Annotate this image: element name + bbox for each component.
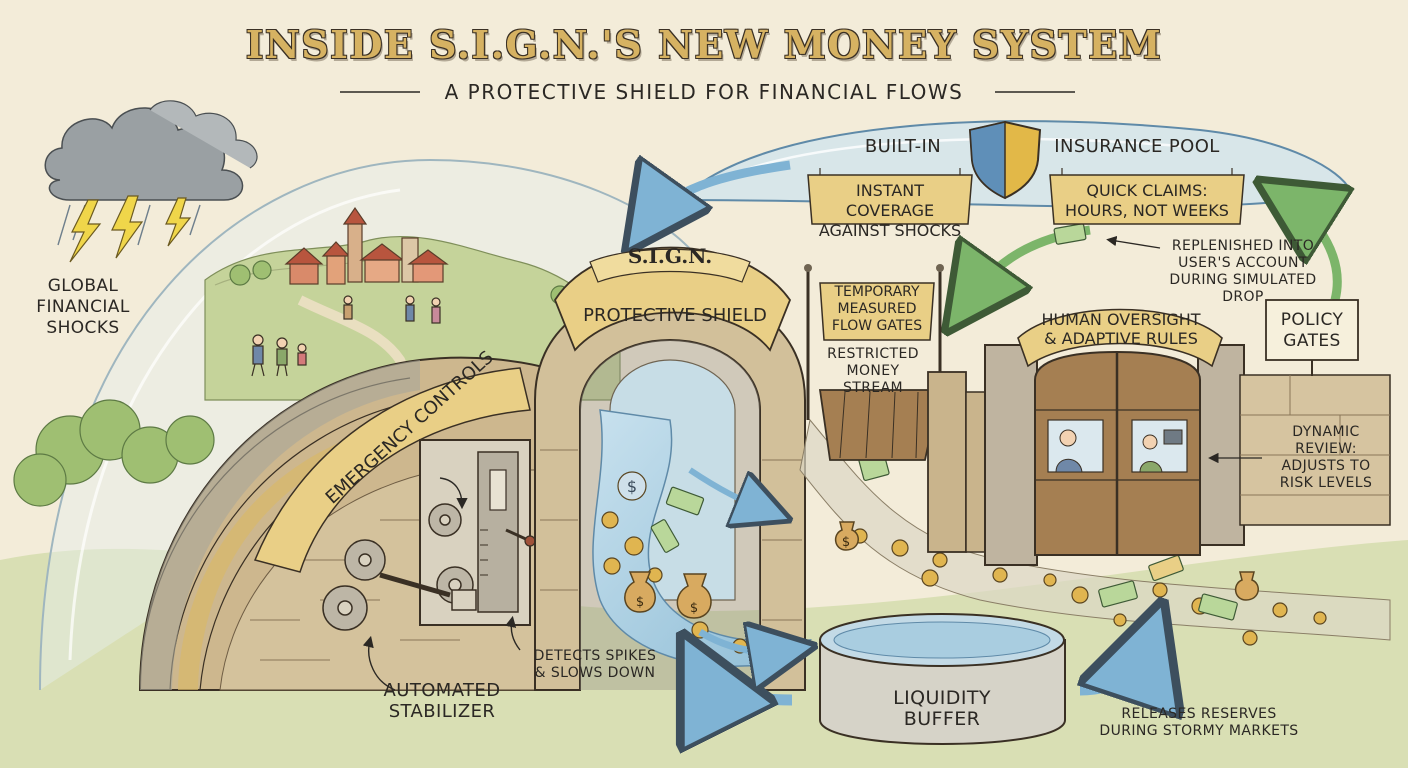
- releases-reserves-label: RELEASES RESERVES DURING STORMY MARKETS: [1084, 706, 1314, 740]
- detects-spikes-label: DETECTS SPIKES & SLOWS DOWN: [520, 648, 670, 682]
- human-oversight-label: HUMAN OVERSIGHT & ADAPTIVE RULES: [1036, 310, 1206, 348]
- svg-text:$: $: [842, 535, 850, 550]
- global-shocks-label: GLOBAL FINANCIAL SHOCKS: [28, 276, 138, 339]
- instant-coverage-label: INSTANT COVERAGE AGAINST SHOCKS: [812, 181, 968, 241]
- svg-text:$: $: [690, 601, 698, 616]
- flow-gates-label: TEMPORARY MEASURED FLOW GATES: [822, 284, 932, 335]
- policy-gates-label: POLICY GATES: [1266, 310, 1358, 352]
- replenished-label: REPLENISHED INTO USER'S ACCOUNT DURING S…: [1168, 238, 1318, 306]
- page-title: INSIDE S.I.G.N.'S NEW MONEY SYSTEM: [0, 22, 1408, 67]
- liquidity-buffer-label: LIQUIDITY BUFFER: [872, 688, 1012, 730]
- insurance-label-right: INSURANCE POOL: [1042, 136, 1232, 157]
- automated-stabilizer-label: AUTOMATED STABILIZER: [372, 680, 512, 722]
- svg-text:$: $: [636, 595, 644, 610]
- svg-text:$: $: [627, 477, 637, 496]
- insurance-label-left: BUILT-IN: [838, 136, 968, 157]
- dynamic-review-label: DYNAMIC REVIEW: ADJUSTS TO RISK LEVELS: [1266, 424, 1386, 492]
- page-subtitle: A PROTECTIVE SHIELD FOR FINANCIAL FLOWS: [0, 80, 1408, 104]
- quick-claims-label: QUICK CLAIMS: HOURS, NOT WEEKS: [1054, 181, 1240, 221]
- shield-title-line1: S.I.G.N.: [598, 246, 742, 266]
- restricted-stream-label: RESTRICTED MONEY STREAM: [818, 346, 928, 397]
- shield-title-line2: PROTECTIVE SHIELD: [580, 306, 770, 326]
